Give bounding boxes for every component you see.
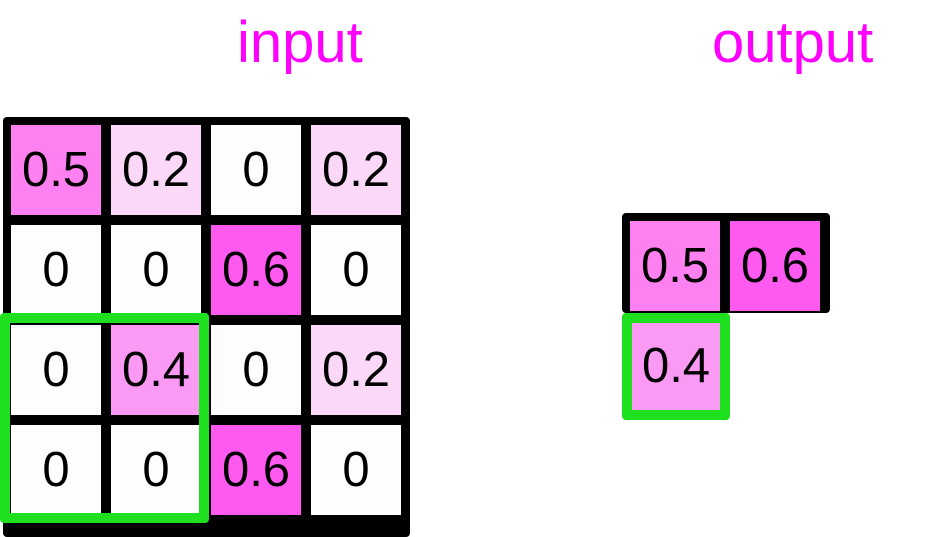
input-cell-r2-c3[interactable]: 0.6 xyxy=(211,225,301,315)
input-cell-value: 0.6 xyxy=(221,442,291,497)
input-cell-r4-c1[interactable]: 0 xyxy=(11,425,101,515)
input-cell-value: 0 xyxy=(342,242,370,297)
input-cell-value: 0 xyxy=(142,442,170,497)
output-cell-value: 0.6 xyxy=(740,238,810,293)
input-cell-value: 0 xyxy=(42,342,70,397)
input-cell-value: 0 xyxy=(142,242,170,297)
input-cell-r2-c1[interactable]: 0 xyxy=(11,225,101,315)
page-title-output: output xyxy=(712,10,874,75)
input-cell-value: 0.2 xyxy=(321,142,391,197)
input-cell-r1-c3[interactable]: 0 xyxy=(211,125,301,215)
output-cell-value: 0.5 xyxy=(640,238,710,293)
output-selected-cell-value: 0.4 xyxy=(641,339,711,393)
input-cell-r4-c3[interactable]: 0.6 xyxy=(211,425,301,515)
input-cell-value: 0 xyxy=(342,442,370,497)
page-title-input: input xyxy=(237,10,363,75)
input-grid: 0.5 0.2 0 0.2 0 0 0.6 0 0 0.4 0 0.2 0 0 0.6 0 xyxy=(3,117,410,537)
input-cell-r3-c4[interactable]: 0.2 xyxy=(311,325,401,415)
output-grid: 0.5 0.6 xyxy=(622,213,830,313)
output-cell-r1-c1[interactable]: 0.5 xyxy=(630,221,720,311)
input-cell-r1-c2[interactable]: 0.2 xyxy=(111,125,201,215)
input-cell-r1-c1[interactable]: 0.5 xyxy=(11,125,101,215)
input-cell-r3-c1[interactable]: 0 xyxy=(11,325,101,415)
input-cell-value: 0 xyxy=(242,342,270,397)
input-cell-value: 0 xyxy=(242,142,270,197)
input-cell-value: 0.4 xyxy=(121,342,191,397)
input-cell-r3-c2[interactable]: 0.4 xyxy=(111,325,201,415)
input-cell-value: 0.5 xyxy=(21,142,91,197)
input-cell-r4-c2[interactable]: 0 xyxy=(111,425,201,515)
input-cell-value: 0 xyxy=(42,442,70,497)
input-cell-r4-c4[interactable]: 0 xyxy=(311,425,401,515)
input-cell-r3-c3[interactable]: 0 xyxy=(211,325,301,415)
input-cell-value: 0.2 xyxy=(321,342,391,397)
output-cell-r1-c2[interactable]: 0.6 xyxy=(730,221,820,311)
input-cell-r1-c4[interactable]: 0.2 xyxy=(311,125,401,215)
input-cell-value: 0.6 xyxy=(221,242,291,297)
input-cell-value: 0 xyxy=(42,242,70,297)
input-cell-value: 0.2 xyxy=(121,142,191,197)
input-cell-r2-c4[interactable]: 0 xyxy=(311,225,401,315)
output-selected-cell[interactable]: 0.4 xyxy=(622,313,730,420)
input-cell-r2-c2[interactable]: 0 xyxy=(111,225,201,315)
